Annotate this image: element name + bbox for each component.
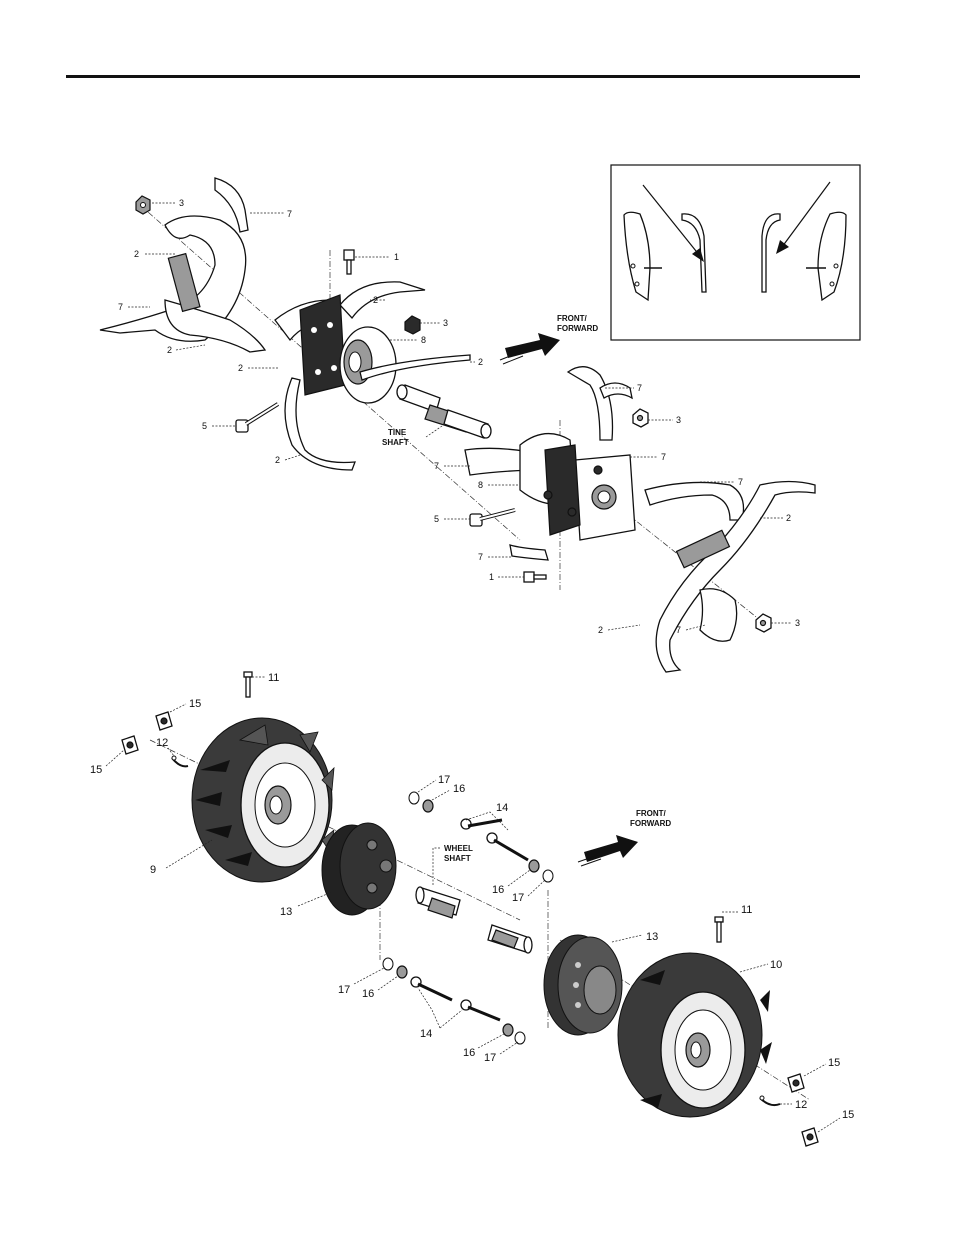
callout-7-g: 7: [478, 552, 483, 562]
callout-7-h: 7: [676, 625, 681, 635]
callout-14-a: 14: [496, 802, 508, 814]
front-forward-lower-line1: FRONT/: [636, 809, 667, 818]
bolt-1-top-icon: [344, 250, 354, 274]
callout-15-b: 15: [90, 764, 102, 776]
callout-2-e: 2: [238, 363, 243, 373]
bolt-14-a-icon: [461, 819, 502, 829]
callout-7-b: 7: [118, 302, 123, 312]
callout-15-c: 15: [828, 1057, 840, 1069]
callout-2-a: 2: [134, 249, 139, 259]
front-forward-arrow-lower-icon: [578, 835, 638, 866]
callout-7-e: 7: [434, 461, 439, 471]
callout-2-b: 2: [373, 295, 378, 305]
callout-17-c: 17: [338, 984, 350, 996]
nut-3-right-bottom-icon: [756, 614, 771, 632]
callout-1-a: 1: [394, 252, 399, 262]
callout-11-a: 11: [268, 672, 279, 684]
bolt-1-right-icon: [524, 572, 546, 582]
front-forward-lower-line2: FORWARD: [630, 819, 671, 828]
right-tine-hook-top: [600, 383, 632, 398]
callout-17-d: 17: [484, 1052, 496, 1064]
callout-7-a: 7: [287, 209, 292, 219]
hairpin-12-lower-icon: [760, 1096, 780, 1105]
nut-3-topleft-icon: [136, 196, 150, 214]
callout-3-c: 3: [676, 415, 681, 425]
square-nut-15-d-icon: [802, 1128, 818, 1146]
callout-2-g: 2: [786, 513, 791, 523]
tine-shaft-label-line1: TINE: [388, 428, 407, 437]
callout-16-b: 16: [492, 884, 504, 896]
right-hub-13-icon: [544, 935, 622, 1035]
callout-5-b: 5: [434, 514, 439, 524]
nut-3-center-icon: [405, 316, 420, 334]
callout-2-h: 2: [598, 625, 603, 635]
callout-16-d: 16: [463, 1047, 475, 1059]
front-forward-upper-line1: FRONT/: [557, 314, 588, 323]
wheel-shaft-label-line2: SHAFT: [444, 854, 471, 863]
callout-9: 9: [150, 864, 156, 876]
callout-11-b: 11: [741, 904, 752, 916]
callout-3-b: 3: [443, 318, 448, 328]
callout-7-d: 7: [661, 452, 666, 462]
callout-3-d: 3: [795, 618, 800, 628]
callout-16-a: 16: [453, 783, 465, 795]
callout-15-d: 15: [842, 1109, 854, 1121]
callout-3-a: 3: [179, 198, 184, 208]
center-tine-right: [340, 282, 425, 318]
left-hub-13-icon: [322, 823, 396, 915]
callout-13-a: 13: [280, 906, 292, 918]
callout-7-c: 7: [637, 383, 642, 393]
square-nut-15-a-icon: [156, 712, 172, 730]
pin-11-upper-icon: [244, 672, 252, 697]
bolt-14-c-icon: [411, 977, 452, 1000]
nut-3-right-top-icon: [633, 409, 648, 427]
right-outer-tine-7: [645, 482, 744, 520]
tine-orientation-inset: [611, 165, 860, 340]
callout-16-c: 16: [362, 988, 374, 1000]
right-tine-lower: [510, 545, 548, 560]
right-outer-tine-lower: [700, 589, 737, 642]
callout-17-b: 17: [512, 892, 524, 904]
callout-1-b: 1: [489, 572, 494, 582]
callout-12-a: 12: [156, 737, 168, 749]
callout-12-b: 12: [795, 1099, 807, 1111]
left-wheel-9-icon: [192, 718, 334, 882]
callout-2-c: 2: [167, 345, 172, 355]
callout-8-b: 8: [478, 480, 483, 490]
bolt-5-left-icon: [236, 404, 278, 432]
bolt-5-right-icon: [470, 510, 515, 526]
callout-7-f: 7: [738, 477, 743, 487]
callout-5-a: 5: [202, 421, 207, 431]
callout-2-d: 2: [478, 357, 483, 367]
square-nut-15-c-icon: [788, 1074, 804, 1092]
center-flange: [300, 295, 345, 395]
callout-13-b: 13: [646, 931, 658, 943]
hairpin-12-upper-icon: [172, 756, 188, 766]
right-wheel-10-icon: [618, 953, 772, 1117]
wheel-shaft-label-line1: WHEEL: [444, 844, 473, 853]
pin-11-lower-icon: [715, 917, 723, 942]
callout-8-a: 8: [421, 335, 426, 345]
callout-17-a: 17: [438, 774, 450, 786]
callout-14-b: 14: [420, 1028, 432, 1040]
right-tine-top: [568, 367, 613, 440]
callout-15-a: 15: [189, 698, 201, 710]
bolt-14-b-icon: [487, 833, 528, 860]
square-nut-15-b-icon: [122, 736, 138, 754]
front-forward-upper-line2: FORWARD: [557, 324, 598, 333]
bolt-14-d-icon: [461, 1000, 500, 1020]
front-forward-arrow-upper-icon: [500, 333, 560, 364]
callout-2-f: 2: [275, 455, 280, 465]
wheel-assembly: FRONT/ FORWARD WHEEL SHAFT 11 15 12 15 1…: [90, 672, 854, 1146]
tine-shaft-icon: [397, 385, 491, 438]
callout-10: 10: [770, 959, 782, 971]
tine-shaft-label-line2: SHAFT: [382, 438, 409, 447]
